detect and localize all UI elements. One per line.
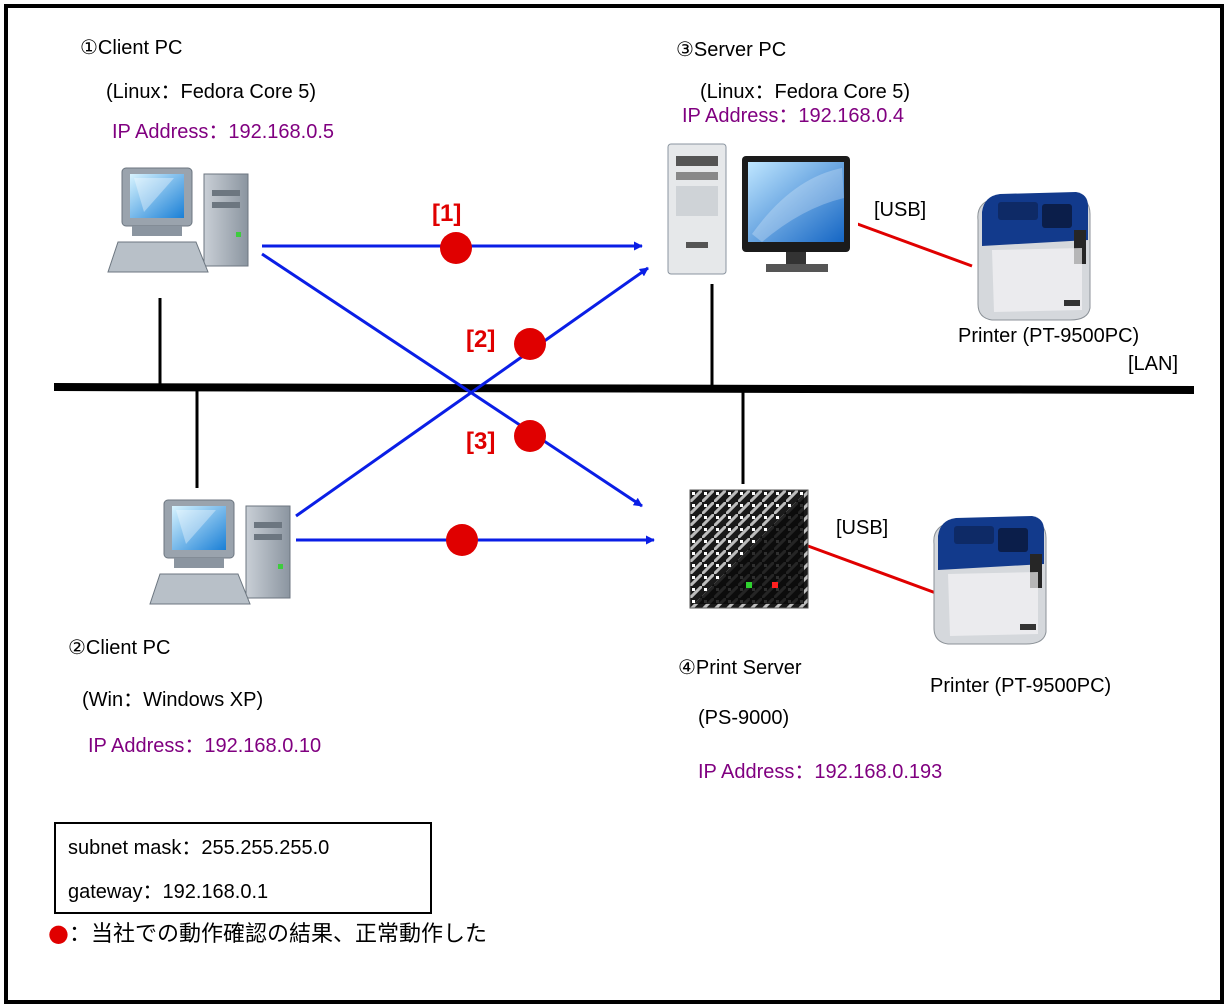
legend-marker-icon: ● — [48, 919, 69, 947]
client2-os: (Win：Windows XP) — [82, 689, 264, 711]
printserver-ip: IP Address：192.168.0.193 — [698, 761, 943, 783]
printserver-title: ④Print Server — [678, 657, 802, 679]
lan-backbone — [53, 383, 1195, 394]
usb-cable-bottom — [807, 544, 945, 598]
legend: ●：当社での動作確認の結果、正常動作した — [48, 920, 487, 948]
client-pc-icon — [148, 492, 291, 605]
printserver-model: (PS-9000) — [698, 707, 790, 729]
ok-marker-route-4 — [446, 524, 478, 556]
usb-cable-top — [851, 220, 973, 268]
label-printer-icon — [977, 192, 1091, 321]
server-title: ③Server PC — [676, 39, 787, 61]
printer-top-label: Printer (PT-9500PC) — [958, 325, 1140, 347]
label-printer-icon — [933, 516, 1047, 645]
route-label-3: [3] — [466, 428, 496, 455]
client2-ip: IP Address：192.168.0.10 — [88, 735, 322, 757]
server-pc-icon — [662, 138, 858, 284]
server-os: (Linux：Fedora Core 5) — [700, 81, 911, 103]
client2-title: ②Client PC — [68, 637, 171, 659]
legend-text: ：当社での動作確認の結果、正常動作した — [68, 922, 487, 947]
client1-title: ①Client PC — [80, 37, 183, 59]
ok-marker-route-2 — [514, 328, 546, 360]
route-client1-printserver — [261, 252, 643, 508]
client-pc-icon — [106, 160, 249, 273]
network-info-box: subnet mask：255.255.255.0 gateway：192.16… — [54, 822, 432, 914]
ok-marker-route-3 — [514, 420, 546, 452]
client1-ip: IP Address：192.168.0.5 — [112, 121, 335, 143]
server-ip: IP Address：192.168.0.4 — [682, 105, 905, 127]
ok-marker-route-1 — [440, 232, 472, 264]
route-client2-server — [295, 266, 649, 518]
route-label-1: [1] — [432, 200, 462, 227]
print-server-icon — [689, 489, 809, 609]
subnet-mask: subnet mask：255.255.255.0 — [68, 837, 330, 859]
network-diagram: ①Client PC (Linux：Fedora Core 5) IP Addr… — [4, 4, 1224, 1004]
route-label-2: [2] — [466, 326, 496, 353]
usb-label-bottom: [USB] — [836, 517, 889, 539]
routes — [261, 241, 655, 545]
printer-bottom-label: Printer (PT-9500PC) — [930, 675, 1112, 697]
usb-label-top: [USB] — [874, 199, 927, 221]
client1-os: (Linux：Fedora Core 5) — [106, 81, 317, 103]
diagram-canvas — [53, 138, 1195, 645]
lan-label: [LAN] — [1128, 353, 1179, 375]
gateway: gateway：192.168.0.1 — [68, 881, 269, 903]
